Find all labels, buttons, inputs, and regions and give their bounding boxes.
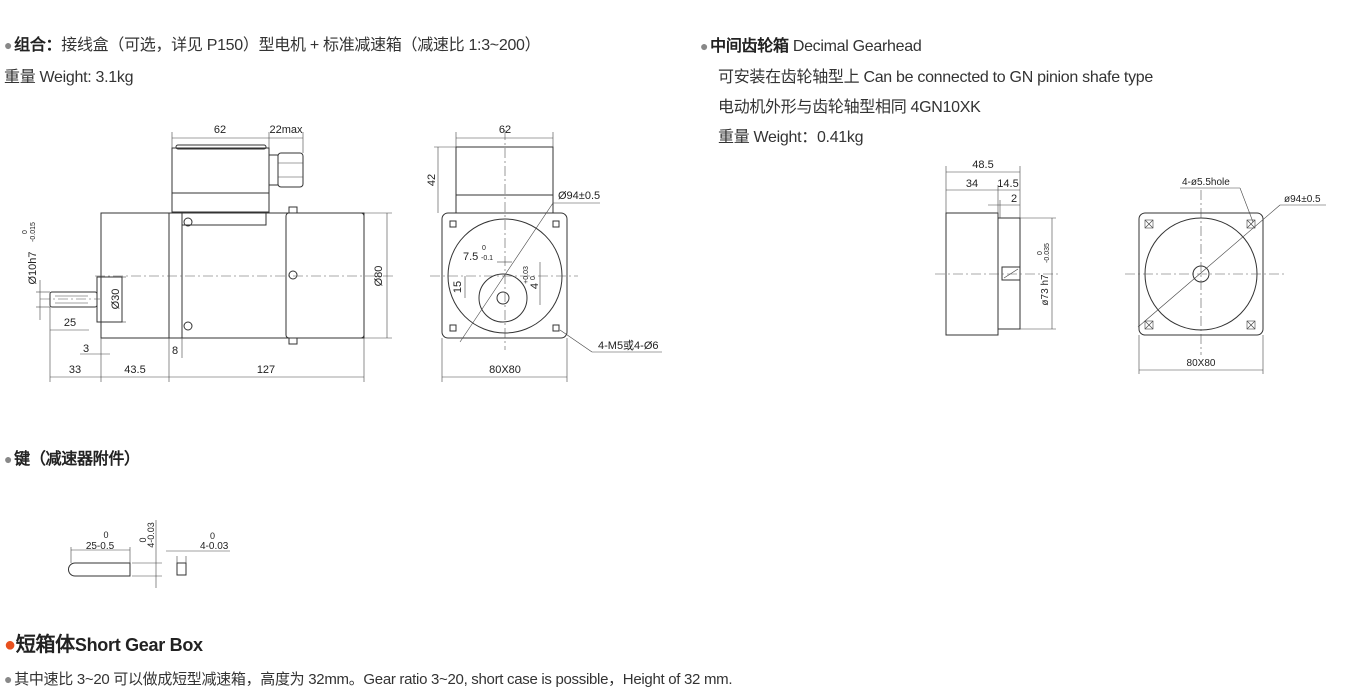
cable-gland [277,152,304,188]
short-box-note-text: 其中速比 3~20 可以做成短型减速箱，高度为 32mm。Gear ratio … [14,671,733,688]
gearhead-front-view: ø94±0.5 4-ø5.5hole 80X80 [1125,177,1326,374]
dimension-label: 34 [966,178,978,190]
orange-bullet-icon: ● [4,634,16,656]
gearhead-side-view: 48.5 34 14.5 2 ø73 h7 0 -0.035 [935,159,1060,336]
dimension-label: ø94±0.5 [1284,194,1321,205]
short-box-title-en: Short Gear Box [74,635,203,655]
dimension-label: 8 [172,345,178,357]
cable-gland-nut [268,154,279,186]
dimension-label: -0.015 [30,222,37,242]
key-heading: ●键（减速器附件） [4,445,140,469]
bullet-icon: ● [700,38,709,54]
gearhead-line2: 电动机外形与齿轮轴型相同 4GN10XK [718,99,981,116]
dimension-label: 4-0.03 [146,522,156,548]
combo-heading: ●组合：接线盒（可选，详见 P150）型电机 + 标准减速箱（减速比 1:3~2… [4,31,541,55]
dimension-label: Ø80 [373,266,385,287]
bullet-icon: ● [4,37,13,53]
bullet-icon: ● [4,451,13,467]
dimension-label: -0.1 [481,255,493,262]
key-side [68,562,131,577]
dimension-label: 33 [69,364,81,376]
dimension-label: Ø10h7 [27,251,39,284]
dimension-label: 2 [1011,193,1017,205]
dimension-label: -0.035 [1044,243,1051,263]
dimension-label: 42 [426,174,438,186]
dimension-label: 43.5 [124,364,145,376]
pinion [1001,266,1021,281]
dimension-label: 0 [210,531,215,541]
gearhead-line1: 可安装在齿轮轴型上 Can be connected to GN pinion … [718,69,1153,86]
output-shaft [49,291,98,308]
dimension-label: 0 [1037,251,1044,255]
dimension-label: 14.5 [997,178,1018,190]
dimension-label: 25-0.5 [86,541,115,552]
combo-label: 组合： [14,37,62,54]
motor-end-cap [285,212,365,339]
motor-weight: 重量 Weight: 3.1kg [4,69,134,86]
dimension-label: 127 [257,364,275,376]
dimension-label: 15 [452,281,464,293]
dimension-label: Ø30 [110,289,122,310]
short-box-note: ●其中速比 3~20 可以做成短型减速箱，高度为 32mm。Gear ratio… [4,668,733,689]
dimension-label: 4-M5或4-Ø6 [598,339,659,352]
dimension-label: 22max [269,124,303,136]
short-box-heading: ●短箱体Short Gear Box [4,628,203,657]
dimension-label: 4-ø5.5hole [1182,177,1230,188]
gearhead-heading: ●中间齿轮箱 Decimal Gearhead [700,32,922,56]
gearhead-spigot [997,217,1021,330]
motor-side-view: 62 22max Ø80 Ø30 Ø10h7 0 -0.015 25 3 8 3… [22,124,395,382]
key-title: 键（减速器附件） [14,451,140,468]
gearhead-title: 中间齿轮箱 [710,38,789,55]
terminal-box [171,147,270,213]
dimension-label: 25 [64,317,76,329]
terminal-box [455,146,554,214]
dimension-label: 4 [529,283,541,289]
key-drawing: 25-0.5 0 4-0.03 0 4-0.03 0 [68,520,230,588]
dimension-label: 48.5 [972,159,993,171]
dimension-label: 7.5 [463,251,478,263]
flange-square [441,212,568,339]
dimension-label: Ø94±0.5 [558,190,600,202]
dimension-label: 0 [103,530,108,540]
dimension-label: 3 [83,343,89,355]
combo-text: 接线盒（可选，详见 P150）型电机 + 标准减速箱（减速比 1:3~200） [61,37,541,54]
dimension-label: 62 [499,124,511,136]
dimension-label: 80X80 [1187,358,1216,369]
dimension-label: 62 [214,124,226,136]
dimension-label: 0 [138,537,148,542]
gearhead-title-en: Decimal Gearhead [792,38,922,55]
dimension-label: ø73 h7 [1040,274,1051,306]
key-end [176,562,187,576]
dimension-label: +0.03 [523,266,530,284]
gearhead-weight: 重量 Weight：0.41kg [718,129,864,146]
bullet-icon: ● [4,671,13,687]
motor-front-view: Ø94±0.5 62 42 80X80 4-M5或4-Ø6 7.5 0 -0.1… [426,124,662,382]
dimension-label: 0 [530,276,537,280]
dimension-label: 0 [482,245,486,252]
dimension-label: 0 [22,230,29,234]
dimension-label: 4-0.03 [200,541,229,552]
gearbox-body [100,212,365,339]
dimension-label: 80X80 [489,364,521,376]
short-box-title: 短箱体 [15,634,75,656]
flange-plate [168,212,183,339]
